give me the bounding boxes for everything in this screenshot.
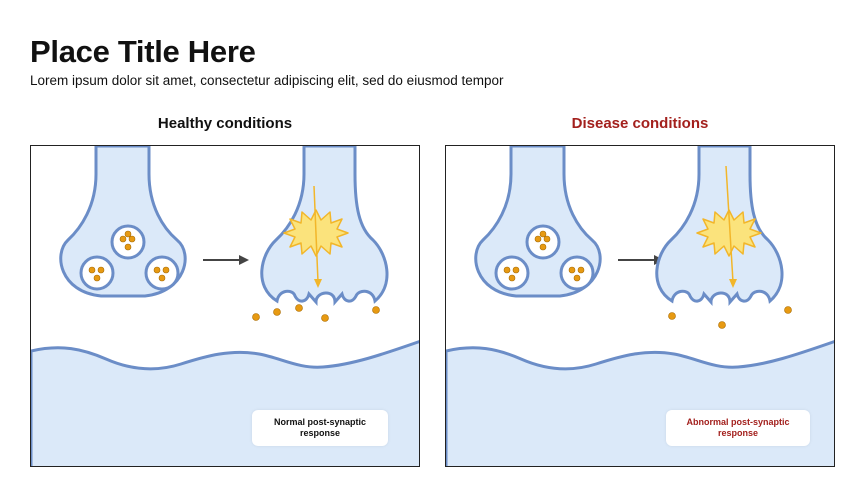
neurotransmitter-dot-icon: [668, 306, 792, 329]
postsynaptic-membrane-icon: [446, 340, 834, 466]
vesicle-icon: [494, 255, 530, 291]
page-subtitle: Lorem ipsum dolor sit amet, consectetur …: [30, 73, 504, 88]
healthy-heading: Healthy conditions: [157, 115, 293, 132]
healthy-synapse-diagram: [31, 146, 419, 466]
release-burst-icon: [283, 185, 349, 288]
postsynaptic-membrane-icon: [31, 340, 419, 466]
vesicle-icon: [559, 255, 595, 291]
arrow-right-icon: [203, 255, 249, 265]
healthy-panel: Normal post-synaptic response: [30, 145, 420, 467]
release-burst-icon: [696, 165, 762, 288]
disease-heading: Disease conditions: [571, 115, 709, 132]
vesicle-icon: [110, 224, 146, 260]
page-title: Place Title Here: [30, 34, 256, 69]
vesicle-icon: [525, 224, 561, 260]
vesicle-icon: [144, 255, 180, 291]
disease-synapse-diagram: [446, 146, 834, 466]
neurotransmitter-dot-icon: [252, 304, 380, 322]
vesicle-icon: [79, 255, 115, 291]
normal-response-label: Normal post-synaptic response: [252, 410, 388, 446]
disease-panel: Abnormal post-synaptic response: [445, 145, 835, 467]
abnormal-response-label: Abnormal post-synaptic response: [666, 410, 810, 446]
